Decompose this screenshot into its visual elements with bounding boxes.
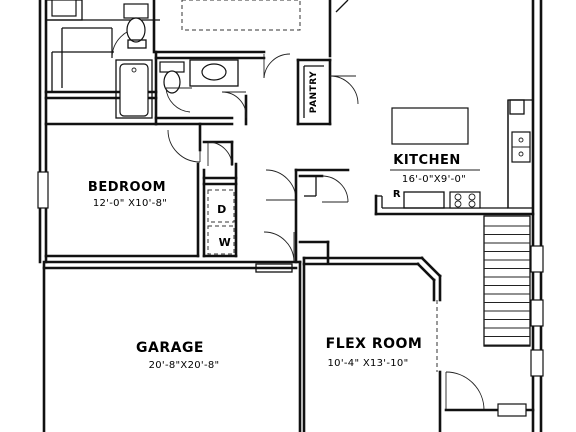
stairs [483, 215, 531, 347]
laundry-room: D W [202, 162, 293, 273]
bathroom [115, 59, 248, 126]
exterior-walls [37, 0, 544, 432]
bedroom-size: 12'-0" X10'-8" [93, 198, 167, 209]
toilet-bowl [163, 70, 181, 94]
step-landing [497, 403, 527, 417]
flex-room-size: 10'-4" X13'-10" [328, 358, 409, 369]
washer-label: W [219, 236, 232, 249]
flex-room-name: FLEX ROOM [326, 336, 423, 352]
kitchen: R KITCHEN 16'-0"X9'-0" [374, 99, 535, 216]
bath-sink [201, 63, 227, 81]
dryer-label: D [217, 203, 227, 216]
window-right-3 [530, 349, 544, 377]
garage-size: 20'-8"X20'-8" [149, 360, 220, 371]
window-right-1 [530, 245, 544, 273]
top-bath-area [44, 0, 332, 126]
window-left [37, 171, 49, 209]
central-closet [294, 168, 350, 264]
range-label: R [393, 189, 401, 200]
bedroom: BEDROOM 12'-0" X10'-8" [44, 122, 302, 264]
toilet-tank-top [123, 3, 149, 19]
toilet-bowl-top [126, 17, 146, 43]
garage-name: GARAGE [136, 340, 204, 356]
flex-room: FLEX ROOM 10'-4" X13'-10" [302, 256, 535, 432]
kitchen-island [391, 107, 469, 145]
window-right-2 [530, 299, 544, 327]
bathtub [119, 63, 149, 117]
sink-top-left [51, 0, 77, 17]
kitchen-name: KITCHEN [393, 153, 460, 168]
hall-doors [167, 122, 297, 263]
washer [207, 225, 235, 255]
pantry: PANTRY [296, 58, 359, 126]
dashed-ceiling-outline [181, 0, 301, 31]
dryer [207, 189, 235, 223]
range [449, 191, 481, 209]
kitchen-size: 16'-0"X9'-0" [402, 174, 466, 185]
garage: GARAGE 20'-8"X20'-8" [42, 260, 302, 432]
pantry-label: PANTRY [309, 71, 319, 113]
bedroom-name: BEDROOM [88, 180, 166, 195]
